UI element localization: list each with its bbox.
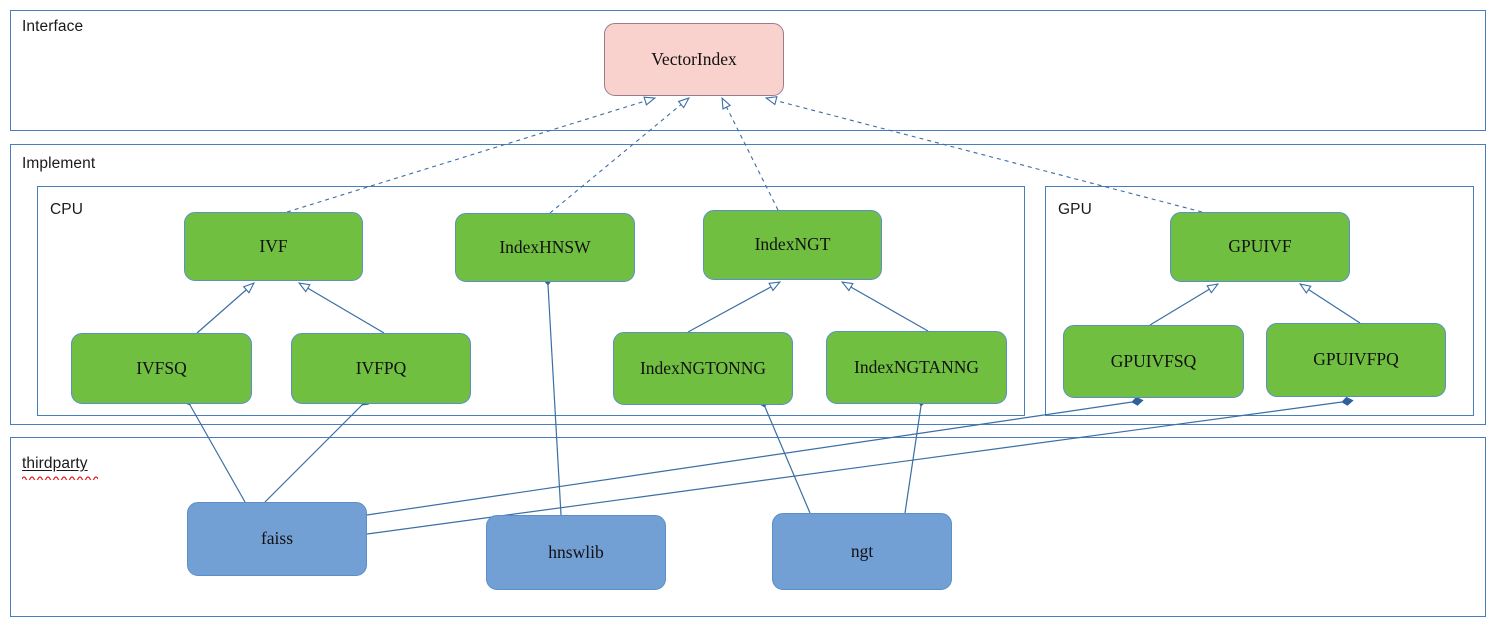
class-node-gpuivfsq[interactable]: GPUIVFSQ [1063, 325, 1244, 398]
class-node-ivf[interactable]: IVF [184, 212, 363, 281]
class-node-ivfpq[interactable]: IVFPQ [291, 333, 471, 404]
class-node-faiss[interactable]: faiss [187, 502, 367, 576]
frame-label-cpu: CPU [50, 201, 84, 218]
class-node-indexngtonng[interactable]: IndexNGTONNG [613, 332, 793, 405]
class-node-vectorindex[interactable]: VectorIndex [604, 23, 784, 96]
class-node-indexngtanng[interactable]: IndexNGTANNG [826, 331, 1007, 404]
class-node-gpuivf[interactable]: GPUIVF [1170, 212, 1350, 282]
class-node-hnswlib[interactable]: hnswlib [486, 515, 666, 590]
class-node-ivfsq[interactable]: IVFSQ [71, 333, 252, 404]
class-node-ngt[interactable]: ngt [772, 513, 952, 590]
class-node-gpuivfpq[interactable]: GPUIVFPQ [1266, 323, 1446, 397]
frame-label-gpu: GPU [1058, 201, 1092, 218]
frame-label-implement: Implement [22, 155, 96, 172]
frame-label-interface: Interface [22, 18, 84, 35]
class-node-indexhnsw[interactable]: IndexHNSW [455, 213, 635, 282]
frame-label-thirdparty: thirdparty [22, 455, 88, 472]
class-node-indexngt[interactable]: IndexNGT [703, 210, 882, 280]
spellcheck-underline-thirdparty [22, 475, 98, 480]
